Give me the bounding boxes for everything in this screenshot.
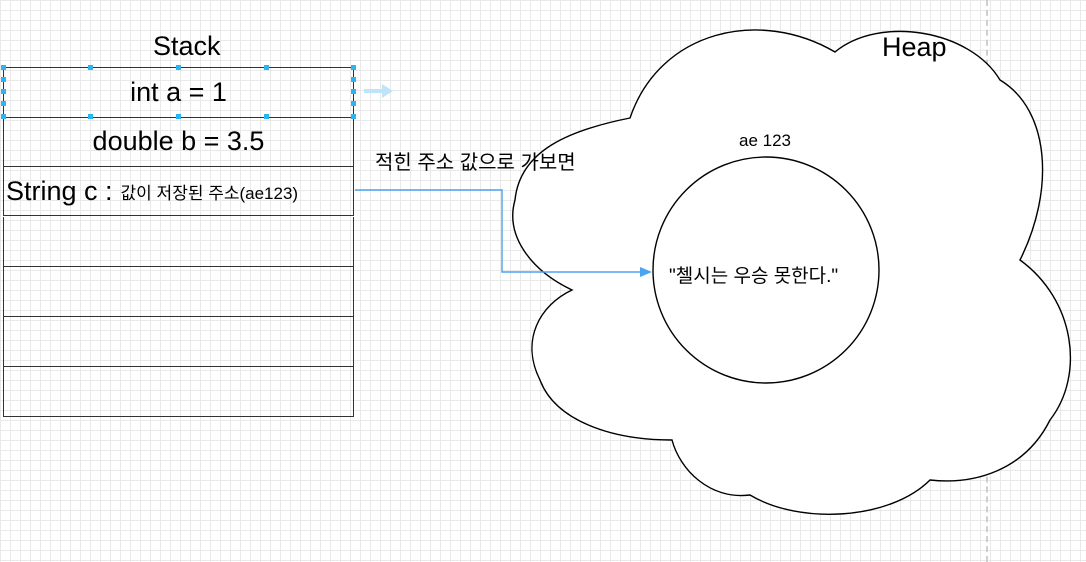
hover-arrow-icon[interactable] xyxy=(364,84,393,98)
connector-arrowhead-icon xyxy=(640,267,652,277)
stack-row-key: String c : xyxy=(6,175,113,206)
selection-handle[interactable] xyxy=(176,114,181,119)
selection-handle[interactable] xyxy=(264,65,269,70)
selection-handle[interactable] xyxy=(176,65,181,70)
heap-object-value: "첼시는 우승 못한다." xyxy=(669,266,839,287)
selection-handle[interactable] xyxy=(1,114,6,119)
selection-handle[interactable] xyxy=(351,65,356,70)
stack-row-empty[interactable] xyxy=(3,217,354,267)
reference-connector[interactable] xyxy=(355,189,640,273)
stack-row-value: 값이 저장된 주소(ae123) xyxy=(120,183,299,203)
selection-handle[interactable] xyxy=(351,101,356,106)
selection-handle[interactable] xyxy=(1,89,6,94)
selection-handle[interactable] xyxy=(351,77,356,82)
selection-handle[interactable] xyxy=(351,114,356,119)
selection-handle[interactable] xyxy=(1,65,6,70)
stack-row-string-c[interactable]: String c : 값이 저장된 주소(ae123) xyxy=(3,167,354,216)
selection-handle[interactable] xyxy=(1,77,6,82)
heap-object-circle[interactable] xyxy=(652,156,880,384)
stack-row-label: int a = 1 xyxy=(130,77,227,107)
stack-row-empty[interactable] xyxy=(3,367,354,417)
annotation-text: 적힌 주소 값으로 가보면 xyxy=(375,152,576,174)
selection-handle[interactable] xyxy=(88,114,93,119)
selection-handle[interactable] xyxy=(1,101,6,106)
heap-object-address: ae 123 xyxy=(739,131,791,150)
heap-title: Heap xyxy=(882,32,947,62)
stack-title: Stack xyxy=(153,31,221,61)
selection-handle[interactable] xyxy=(88,65,93,70)
stack-row-empty[interactable] xyxy=(3,317,354,367)
stack-row-empty[interactable] xyxy=(3,267,354,317)
stack-row-double-b[interactable]: double b = 3.5 xyxy=(3,117,354,167)
selection-handle[interactable] xyxy=(351,89,356,94)
selection-handle[interactable] xyxy=(264,114,269,119)
stack-row-label: double b = 3.5 xyxy=(92,126,265,156)
